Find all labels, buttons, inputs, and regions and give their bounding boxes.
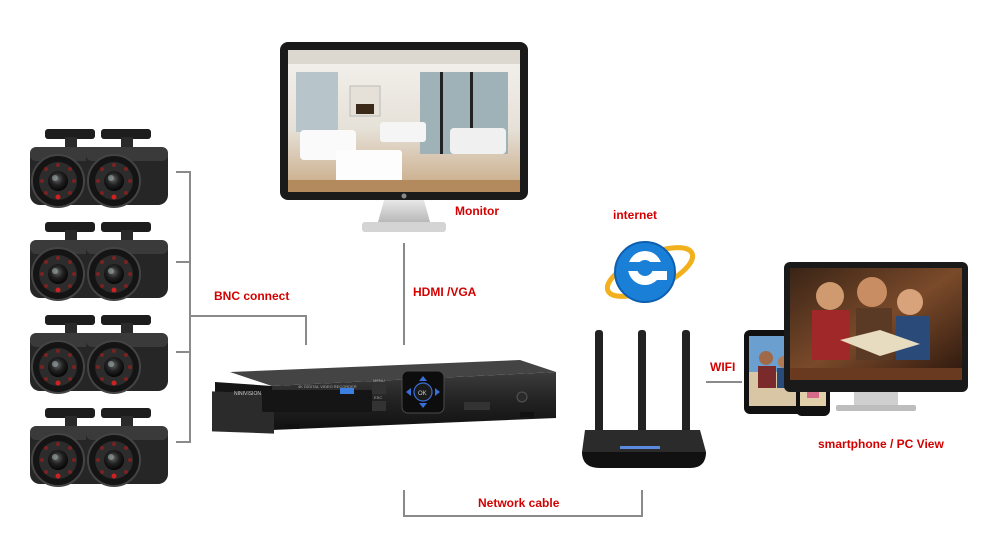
cctv-camera-icon	[85, 221, 169, 301]
wifi-label: WIFI	[710, 360, 736, 374]
network-cable	[403, 490, 643, 517]
monitor-icon	[280, 42, 528, 232]
cctv-camera-icon	[85, 407, 169, 487]
smartphone-pc-view-label: smartphone / PC View	[818, 437, 944, 451]
router-icon	[582, 330, 706, 468]
network-cable-label: Network cable	[478, 496, 560, 510]
dvr-icon	[212, 360, 556, 434]
dvr-ok-label: OK	[418, 391, 427, 397]
bnc-cable	[190, 315, 307, 345]
pc-monitor-icon	[784, 262, 968, 411]
cctv-camera-icon	[85, 314, 169, 394]
dvr-brand: NINIVISION	[234, 391, 261, 397]
internet-label: internet	[613, 208, 658, 222]
monitor-label: Monitor	[455, 204, 499, 218]
cctv-camera-icon	[85, 128, 169, 208]
bnc-connect-label: BNC connect	[214, 289, 290, 303]
bnc-bracket	[176, 171, 191, 443]
camera-group	[29, 128, 169, 487]
dvr-menu-label: MENU	[373, 378, 385, 383]
connection-lines	[176, 171, 742, 517]
internet-explorer-icon	[604, 241, 696, 303]
dvr-esc-label: ESC	[374, 395, 382, 400]
hdmi-vga-label: HDMI /VGA	[413, 285, 477, 299]
dvr-subtitle: 4K DIGITAL VIDEO RECORDER	[298, 384, 357, 389]
